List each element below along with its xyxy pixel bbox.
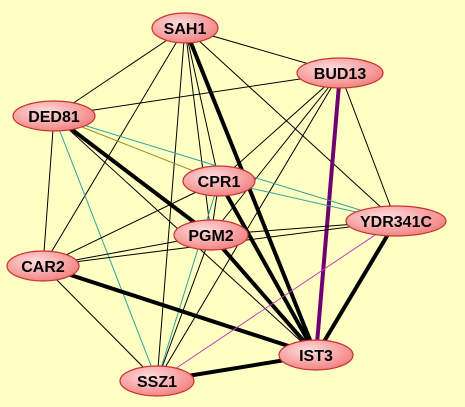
edge-bud13-cpr1 bbox=[218, 72, 341, 182]
node-cpr1[interactable]: CPR1 bbox=[182, 165, 256, 197]
node-shape[interactable] bbox=[296, 57, 384, 89]
edge-cpr1-car2 bbox=[42, 180, 220, 267]
node-label: DED81 bbox=[28, 109, 80, 126]
node-ydr341c[interactable]: YDR341C bbox=[345, 205, 447, 237]
edge-ded81-car2 bbox=[42, 115, 55, 267]
node-shape[interactable] bbox=[151, 12, 219, 44]
node-ist3[interactable]: IST3 bbox=[278, 339, 354, 371]
edge-bud13-pgm2 bbox=[210, 72, 341, 236]
node-shape[interactable] bbox=[278, 339, 354, 371]
edge-bud13-ist3 bbox=[314, 71, 342, 357]
edge-ded81-ssz1 bbox=[53, 115, 158, 382]
node-shape[interactable] bbox=[119, 365, 195, 397]
node-label: SAH1 bbox=[164, 21, 207, 38]
edge-sah1-cpr1 bbox=[184, 27, 220, 182]
edge-sah1-ist3 bbox=[183, 26, 318, 357]
edge-cpr1-ssz1 bbox=[156, 180, 220, 382]
node-shape[interactable] bbox=[345, 205, 447, 237]
edge-pgm2-ist3 bbox=[209, 233, 318, 357]
node-label: PGM2 bbox=[188, 228, 233, 245]
edge-pgm2-ssz1 bbox=[156, 234, 212, 382]
edge-cpr1-ist3 bbox=[217, 179, 318, 357]
node-label: BUD13 bbox=[314, 66, 367, 83]
edge-bud13-ded81 bbox=[53, 72, 341, 117]
node-label: CPR1 bbox=[198, 174, 241, 191]
edge-sah1-car2 bbox=[42, 27, 186, 267]
edge-sah1-pgm2 bbox=[184, 27, 212, 236]
node-shape[interactable] bbox=[12, 100, 96, 132]
edge-car2-ssz1 bbox=[42, 265, 158, 382]
node-label: CAR2 bbox=[21, 259, 65, 276]
node-bud13[interactable]: BUD13 bbox=[296, 57, 384, 89]
node-label: YDR341C bbox=[360, 214, 432, 231]
edge-bud13-ydr341c bbox=[339, 72, 397, 222]
edge-ded81-pgm2 bbox=[52, 114, 213, 237]
node-shape[interactable] bbox=[6, 250, 80, 282]
node-sah1[interactable]: SAH1 bbox=[151, 12, 219, 44]
edge-sah1-ded81 bbox=[53, 27, 186, 117]
edge-car2-ist3 bbox=[41, 264, 318, 357]
node-shape[interactable] bbox=[182, 165, 256, 197]
edge-sah1-ydr341c bbox=[184, 27, 397, 222]
node-car2[interactable]: CAR2 bbox=[6, 250, 80, 282]
node-shape[interactable] bbox=[173, 219, 249, 251]
node-ssz1[interactable]: SSZ1 bbox=[119, 365, 195, 397]
node-label: IST3 bbox=[299, 348, 333, 365]
node-ded81[interactable]: DED81 bbox=[12, 100, 96, 132]
edge-bud13-ssz1 bbox=[156, 72, 341, 382]
node-label: SSZ1 bbox=[137, 374, 177, 391]
edge-ydr341c-ssz1 bbox=[156, 220, 397, 382]
node-pgm2[interactable]: PGM2 bbox=[173, 219, 249, 251]
edges-layer bbox=[41, 26, 398, 383]
edge-ydr341c-ist3 bbox=[314, 219, 398, 357]
